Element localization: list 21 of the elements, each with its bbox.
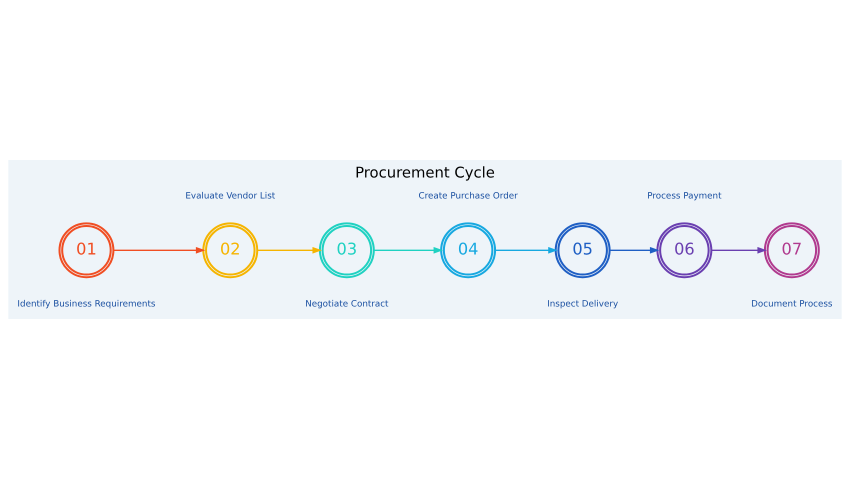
node-label: Create Purchase Order bbox=[418, 191, 518, 202]
node-label: Evaluate Vendor List bbox=[185, 191, 276, 202]
node-circle: 04 bbox=[440, 222, 496, 278]
node-circle: 06 bbox=[656, 222, 712, 278]
node-label: Inspect Delivery bbox=[547, 298, 618, 309]
node-circle: 05 bbox=[554, 222, 611, 278]
diagram-title: Procurement Cycle bbox=[355, 164, 495, 181]
arrow bbox=[712, 246, 767, 254]
node-label: Document Process bbox=[751, 298, 832, 309]
arrow bbox=[114, 246, 206, 254]
arrow bbox=[610, 246, 660, 254]
arrow bbox=[257, 246, 322, 254]
node-circle: 02 bbox=[202, 222, 258, 278]
arrow bbox=[495, 246, 558, 254]
node-label: Negotiate Contract bbox=[305, 298, 388, 309]
node-circle: 07 bbox=[764, 222, 820, 278]
node-label: Identify Business Requirements bbox=[17, 298, 156, 309]
arrow bbox=[374, 246, 444, 254]
node-circle: 03 bbox=[318, 222, 375, 278]
node-circle: 01 bbox=[58, 222, 114, 278]
node-label: Process Payment bbox=[647, 191, 722, 202]
